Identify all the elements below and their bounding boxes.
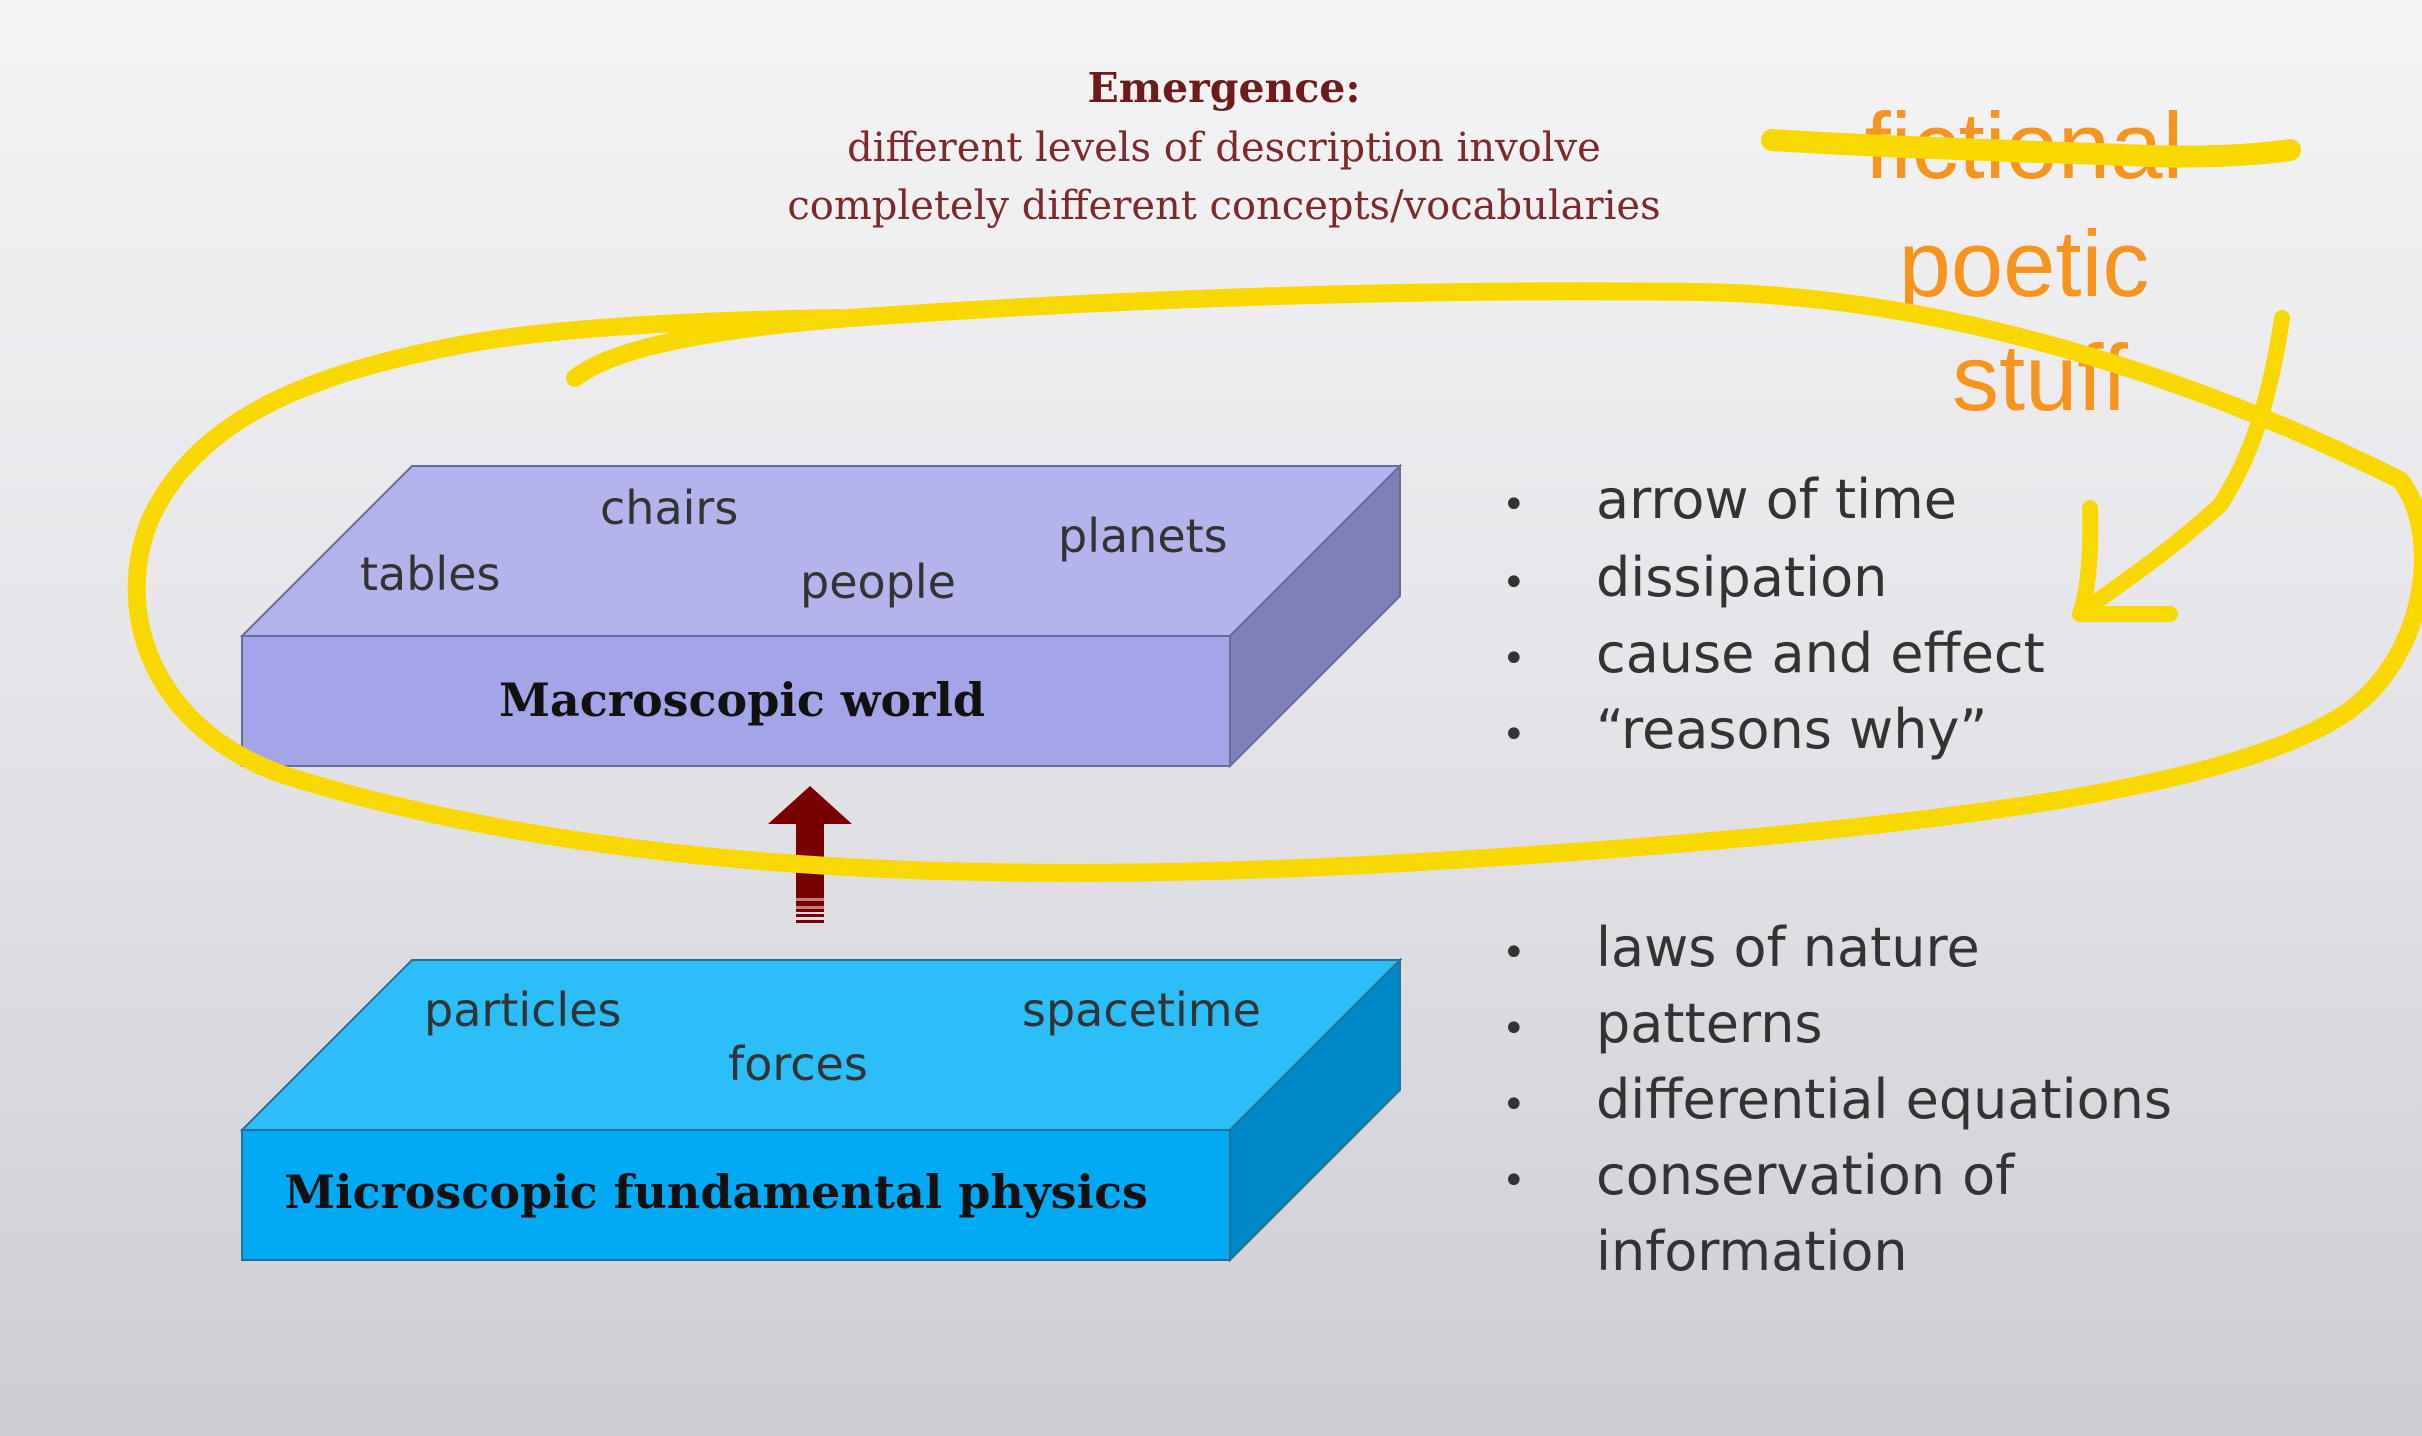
- slide-subtitle-line-1: different levels of description involve: [847, 125, 1601, 171]
- slide-subtitle-line-2: completely different concepts/vocabulari…: [787, 183, 1660, 229]
- micro-bullet-list: • laws of nature • patterns • differenti…: [1502, 916, 2172, 1283]
- macro-word-tables: tables: [360, 547, 500, 601]
- macro-box-front-face: [241, 635, 1231, 767]
- bullet-glyph: •: [1502, 712, 1526, 758]
- micro-bullet-item: differential equations: [1596, 1068, 2172, 1131]
- macro-word-chairs: chairs: [600, 481, 738, 535]
- bullet-glyph: •: [1502, 1006, 1526, 1052]
- arrow-head: [768, 786, 852, 824]
- micro-box-label: Microscopic fundamental physics: [284, 1165, 1148, 1219]
- arrow-stripe: [796, 906, 824, 909]
- arrow-stripe: [796, 898, 824, 901]
- micro-word-forces: forces: [728, 1037, 868, 1091]
- macro-bullet-item: dissipation: [1596, 546, 1887, 609]
- slide-title: Emergence:: [1087, 64, 1360, 112]
- pointer-arrow-shaft: [2072, 310, 2290, 622]
- pointer-arrow-head: [2072, 500, 2178, 623]
- emphasis-loop: [127, 282, 2422, 882]
- macro-bullet-item: “reasons why”: [1596, 698, 1987, 761]
- microscopic-physics-box: Microscopic fundamental physics particle…: [239, 957, 1403, 1263]
- macro-bullet-item: arrow of time: [1596, 468, 1957, 531]
- macro-bullet-list: • arrow of time • dissipation • cause an…: [1502, 468, 2045, 761]
- bullet-glyph: •: [1502, 1082, 1526, 1128]
- annotation-poetic: poetic: [1899, 211, 2150, 316]
- bullet-glyph: •: [1502, 560, 1526, 606]
- bullet-glyph: •: [1502, 1158, 1526, 1204]
- macro-word-people: people: [800, 555, 956, 609]
- yellow-marker-ink: [127, 129, 2422, 882]
- bullet-glyph: •: [1502, 930, 1526, 976]
- micro-bullet-item-continuation: information: [1596, 1220, 1908, 1283]
- strike-through-line: [1761, 129, 2301, 168]
- micro-bullet-item: conservation of: [1596, 1144, 2016, 1207]
- micro-word-particles: particles: [424, 983, 621, 1037]
- macro-bullet-item: cause and effect: [1596, 622, 2045, 685]
- bullet-glyph: •: [1502, 482, 1526, 528]
- bullet-glyph: •: [1502, 636, 1526, 682]
- macro-word-planets: planets: [1058, 509, 1228, 563]
- micro-word-spacetime: spacetime: [1022, 983, 1261, 1037]
- micro-bullet-item: patterns: [1596, 992, 1823, 1055]
- arrow-stripe: [796, 920, 824, 923]
- macroscopic-world-box: Macroscopic world tables chairs people p…: [239, 463, 1403, 769]
- micro-bullet-item: laws of nature: [1596, 916, 1980, 979]
- macro-box-label: Macroscopic world: [499, 673, 985, 727]
- arrow-stripe: [796, 914, 824, 917]
- micro-box-front-face: [241, 1129, 1231, 1261]
